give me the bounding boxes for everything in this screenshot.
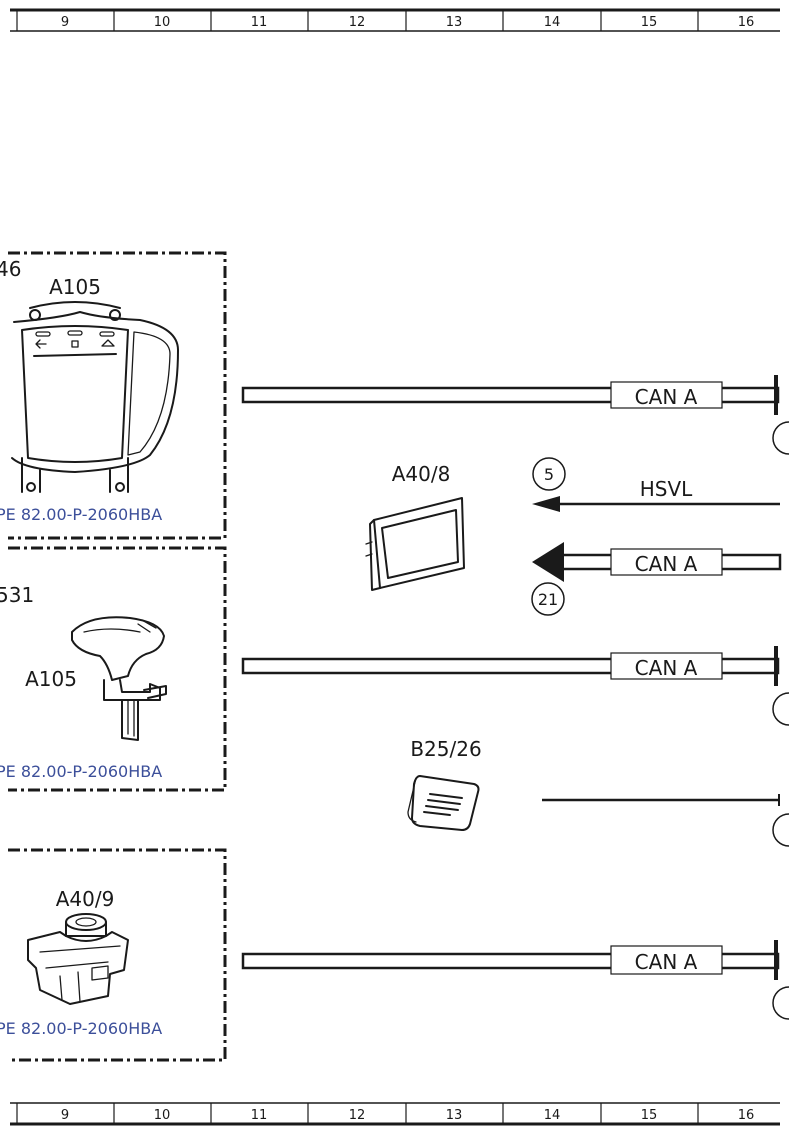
can-a-label-1: CAN A bbox=[635, 385, 698, 409]
can-a-label-2: CAN A bbox=[635, 552, 698, 576]
can-bus-line-1: CAN A bbox=[241, 375, 789, 455]
panel3-reference-link[interactable]: PE 82.00-P-2060HBA bbox=[0, 1019, 162, 1038]
display-a40-8: A40/8 bbox=[365, 462, 465, 591]
gear-selector-lever-icon bbox=[71, 616, 167, 741]
panel-a105-lower: 531 A105 PE 82.00-P-2060HBA bbox=[0, 546, 227, 792]
bottom-grid-ruler: 9 10 11 12 13 14 15 16 bbox=[10, 1102, 780, 1126]
overhead-control-panel-icon bbox=[11, 301, 179, 493]
hsvl-signal-line: 5 HSVL bbox=[532, 457, 780, 512]
grid-col-13: 13 bbox=[446, 15, 463, 30]
can-bus-line-3: CAN A bbox=[241, 646, 789, 726]
display-component-label: A40/8 bbox=[392, 462, 451, 486]
hsvl-circle-number: 5 bbox=[544, 465, 554, 484]
sensor-icon bbox=[407, 775, 480, 831]
can-bus-line-4: CAN A bbox=[241, 940, 789, 1020]
panel3-component-label: A40/9 bbox=[56, 887, 115, 911]
panel1-reference-link[interactable]: PE 82.00-P-2060HBA bbox=[0, 505, 162, 524]
can2-circle bbox=[531, 582, 565, 616]
can-bus-line-2: CAN A 21 bbox=[531, 542, 782, 616]
grid-col-14: 14 bbox=[544, 15, 561, 30]
grid-col-16: 16 bbox=[738, 15, 755, 30]
grid-col-14-bottom: 14 bbox=[544, 1108, 561, 1123]
can2-circle-number: 21 bbox=[538, 590, 558, 609]
panel2-partial-label: 531 bbox=[0, 583, 34, 607]
panel-a105-upper: 46 A105 PE 82.00-P-2060HBA bbox=[0, 251, 227, 540]
grid-col-15: 15 bbox=[641, 15, 658, 30]
grid-col-10-bottom: 10 bbox=[154, 1108, 171, 1123]
display-screen-icon bbox=[365, 497, 465, 591]
grid-col-9-bottom: 9 bbox=[61, 1108, 69, 1123]
top-grid-ruler: 9 10 11 12 13 14 15 16 bbox=[10, 8, 780, 32]
panel2-component-label: A105 bbox=[25, 667, 77, 691]
grid-col-13-bottom: 13 bbox=[446, 1108, 463, 1123]
hsvl-circle bbox=[532, 457, 566, 491]
sensor-component-label: B25/26 bbox=[410, 737, 481, 761]
hsvl-label: HSVL bbox=[640, 477, 693, 501]
panel-a40-9: A40/9 PE 82.00-P-2060HBA bbox=[0, 848, 227, 1062]
grid-col-10: 10 bbox=[154, 15, 171, 30]
grid-col-16-bottom: 16 bbox=[738, 1108, 755, 1123]
can-a-label-3: CAN A bbox=[635, 656, 698, 680]
grid-col-15-bottom: 15 bbox=[641, 1108, 658, 1123]
grid-col-11-bottom: 11 bbox=[251, 1108, 268, 1123]
controller-knob-icon bbox=[27, 913, 129, 1005]
grid-col-12: 12 bbox=[349, 15, 366, 30]
grid-col-12-bottom: 12 bbox=[349, 1108, 366, 1123]
panel1-component-label: A105 bbox=[49, 275, 101, 299]
can-a-label-4: CAN A bbox=[635, 950, 698, 974]
panel2-reference-link[interactable]: PE 82.00-P-2060HBA bbox=[0, 762, 162, 781]
sensor-b25-26: B25/26 bbox=[407, 737, 789, 847]
grid-col-9: 9 bbox=[61, 15, 69, 30]
grid-col-11: 11 bbox=[251, 15, 268, 30]
panel1-partial-label: 46 bbox=[0, 257, 21, 281]
